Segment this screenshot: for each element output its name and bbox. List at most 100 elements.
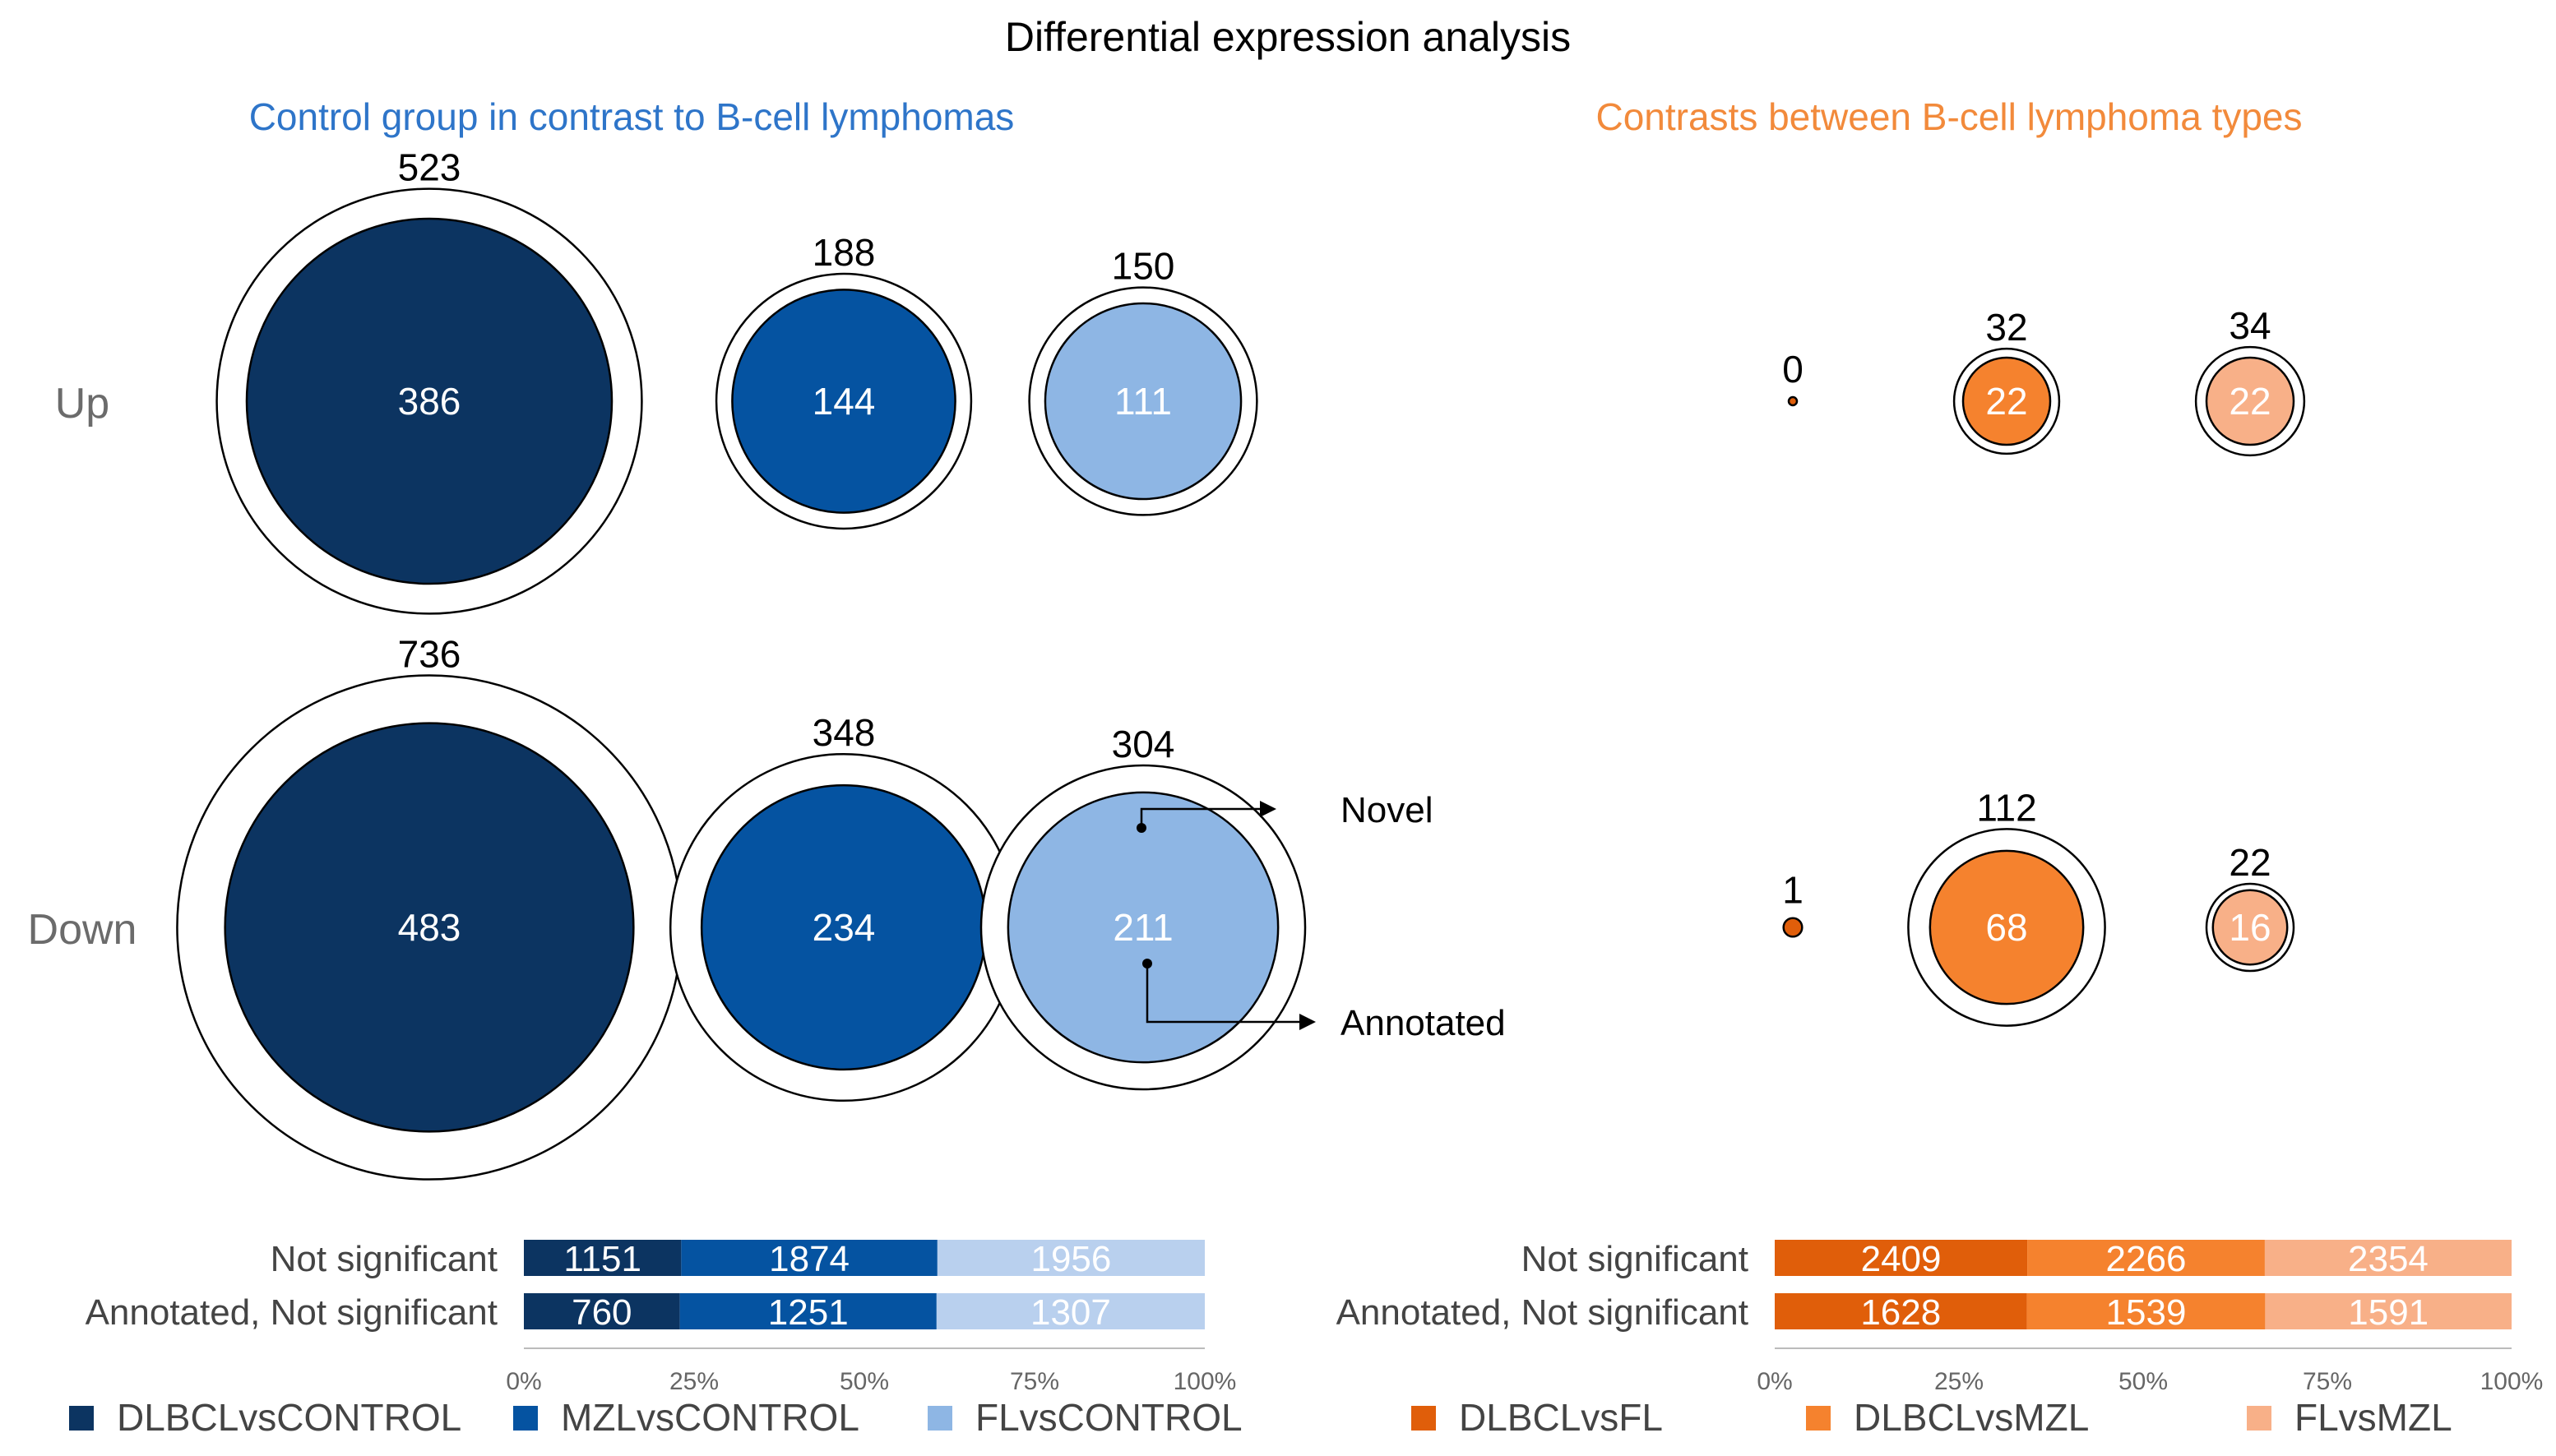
bar-value-label: 2409 bbox=[1861, 1239, 1942, 1279]
legend: DLBCLvsCONTROL MZLvsCONTROL FLvsCONTROL DLB… bbox=[69, 1396, 2452, 1439]
annotated-label-flvscontrol-up: 111 bbox=[1114, 380, 1172, 423]
bar-category-label: Annotated, Not significant bbox=[86, 1292, 498, 1333]
bar-value-label: 1956 bbox=[1030, 1239, 1111, 1279]
annotated-label-mzlvscontrol-up: 144 bbox=[813, 380, 876, 423]
bar-value-label: 1628 bbox=[1860, 1292, 1941, 1333]
bar-value-label: 1591 bbox=[2348, 1292, 2429, 1333]
total-label-dlbclvsmzl-down: 112 bbox=[1976, 786, 2036, 829]
total-label-flvsmzl-down: 22 bbox=[2229, 841, 2271, 884]
legend-swatch-flvscontrol bbox=[928, 1406, 952, 1431]
novel-connector-line bbox=[1140, 807, 1260, 828]
bar-category-label: Not significant bbox=[271, 1239, 498, 1279]
novel-annotated-legend: Novel Annotated bbox=[1137, 790, 1506, 1043]
novel-label: Novel bbox=[1341, 790, 1433, 830]
legend-label-dlbclvsfl: DLBCLvsFL bbox=[1459, 1396, 1663, 1439]
total-label-dlbclvsfl-down: 1 bbox=[1782, 869, 1804, 912]
total-label-flvscontrol-up: 150 bbox=[1112, 245, 1175, 288]
bar-value-label: 2354 bbox=[2348, 1239, 2429, 1279]
bar-category-label: Annotated, Not significant bbox=[1336, 1292, 1748, 1333]
bubble-plot: 523 386 188 144 150 111 736 483 348 234 304 211 0 32 2… bbox=[176, 146, 2306, 1181]
bar-tick-label: 25% bbox=[1934, 1368, 1984, 1395]
legend-label-flvscontrol: FLvsCONTROL bbox=[975, 1396, 1243, 1439]
bar-segment-dlbclvsmzl bbox=[2027, 1240, 2265, 1276]
legend-swatch-dlbclvscontrol bbox=[69, 1406, 94, 1431]
bar-tick-label: 75% bbox=[2303, 1368, 2352, 1395]
bar-tick-label: 50% bbox=[2118, 1368, 2168, 1395]
annotated-label-flvsmzl-up: 22 bbox=[2229, 380, 2271, 423]
novel-arrowhead bbox=[1260, 801, 1276, 817]
bar-segment-mzlvscontrol bbox=[681, 1240, 938, 1276]
bubble-dlbclvsfl-up bbox=[1787, 395, 1799, 407]
right-panel-title: Contrasts between B-cell lymphoma types bbox=[1595, 95, 2302, 138]
bar-value-label: 1251 bbox=[768, 1292, 849, 1333]
legend-swatch-dlbclvsmzl bbox=[1806, 1406, 1831, 1431]
bubble-dlbclvsfl-down bbox=[1782, 917, 1804, 938]
bar-value-label: 2266 bbox=[2106, 1239, 2187, 1279]
total-label-flvscontrol-down: 304 bbox=[1112, 723, 1175, 765]
bar-segment-dlbclvsfl bbox=[1775, 1240, 2028, 1276]
annotated-label-dlbclvscontrol-up: 386 bbox=[398, 380, 461, 423]
bar-tick-label: 75% bbox=[1010, 1368, 1059, 1395]
bubble-annotated-mzlvscontrol-up bbox=[731, 289, 956, 514]
bubble-annotated-dlbclvsmzl-down bbox=[1929, 849, 2085, 1005]
bar-segment-dlbclvsfl bbox=[1775, 1293, 2027, 1329]
bar-segment-mzlvscontrol bbox=[679, 1293, 937, 1329]
bubble-annotated-dlbclvscontrol-up bbox=[245, 217, 614, 585]
total-label-flvsmzl-up: 34 bbox=[2229, 304, 2271, 347]
row-label-down: Down bbox=[28, 906, 137, 954]
bar-value-label: 1874 bbox=[769, 1239, 850, 1279]
bubble-annotated-flvsmzl-down bbox=[2211, 889, 2289, 966]
bar-tick-label: 25% bbox=[669, 1368, 719, 1395]
bubble-annotated-flvsmzl-up bbox=[2205, 356, 2295, 446]
legend-swatch-mzlvscontrol bbox=[513, 1406, 538, 1431]
bar-segment-flvscontrol bbox=[937, 1240, 1205, 1276]
bar-category-label: Not significant bbox=[1521, 1239, 1748, 1279]
annotated-label-mzlvscontrol-down: 234 bbox=[813, 906, 876, 949]
legend-label-dlbclvscontrol: DLBCLvsCONTROL bbox=[117, 1396, 461, 1439]
bar-segment-flvsmzl bbox=[2264, 1240, 2512, 1276]
annotated-label-dlbclvsmzl-up: 22 bbox=[1985, 380, 2027, 423]
annotated-label-dlbclvsmzl-down: 68 bbox=[1985, 906, 2027, 949]
legend-swatch-dlbclvsfl bbox=[1411, 1406, 1436, 1431]
annotated-label-dlbclvscontrol-down: 483 bbox=[398, 906, 461, 949]
annotated-connector-line bbox=[1146, 964, 1299, 1024]
bar-value-label: 1151 bbox=[563, 1239, 641, 1279]
bubble-annotated-flvscontrol-down bbox=[1007, 791, 1280, 1064]
bar-value-label: 1307 bbox=[1030, 1292, 1111, 1333]
bar-tick-label: 50% bbox=[840, 1368, 889, 1395]
legend-label-dlbclvsmzl: DLBCLvsMZL bbox=[1854, 1396, 2089, 1439]
bar-value-label: 1539 bbox=[2106, 1292, 2187, 1333]
legend-swatch-flvsmzl bbox=[2247, 1406, 2271, 1431]
total-label-dlbclvscontrol-up: 523 bbox=[398, 146, 461, 189]
novel-dot bbox=[1137, 823, 1146, 833]
bar-segment-flvsmzl bbox=[2265, 1293, 2512, 1329]
bubble-annotated-flvscontrol-up bbox=[1044, 302, 1243, 501]
bar-segment-dlbclvscontrol bbox=[524, 1240, 682, 1276]
bar-segment-dlbclvsmzl bbox=[2026, 1293, 2266, 1329]
bar-tick-label: 100% bbox=[2480, 1368, 2544, 1395]
legend-label-flvsmzl: FLvsMZL bbox=[2294, 1396, 2452, 1439]
annotated-arrowhead bbox=[1299, 1014, 1316, 1030]
row-label-up: Up bbox=[55, 380, 109, 428]
bubble-annotated-dlbclvsmzl-up bbox=[1961, 356, 2052, 446]
total-label-mzlvscontrol-up: 188 bbox=[813, 231, 876, 274]
legend-label-mzlvscontrol: MZLvsCONTROL bbox=[561, 1396, 859, 1439]
left-panel-title: Control group in contrast to B-cell lymp… bbox=[249, 95, 1015, 138]
bubble-annotated-dlbclvscontrol-down bbox=[224, 722, 635, 1133]
total-label-dlbclvscontrol-down: 736 bbox=[398, 632, 461, 675]
bar-tick-label: 0% bbox=[506, 1368, 541, 1395]
annotated-label: Annotated bbox=[1341, 1003, 1506, 1043]
bar-segment-dlbclvscontrol bbox=[524, 1293, 680, 1329]
bar-value-label: 760 bbox=[572, 1292, 632, 1333]
bar-tick-label: 0% bbox=[1757, 1368, 1792, 1395]
total-label-mzlvscontrol-down: 348 bbox=[813, 711, 876, 754]
annotated-label-flvsmzl-down: 16 bbox=[2229, 906, 2271, 949]
bar-segment-flvscontrol bbox=[936, 1293, 1205, 1329]
annotated-label-flvscontrol-down: 211 bbox=[1113, 906, 1173, 949]
total-label-dlbclvsfl-up: 0 bbox=[1782, 348, 1804, 391]
total-label-dlbclvsmzl-up: 32 bbox=[1985, 306, 2027, 349]
annotated-dot bbox=[1142, 959, 1152, 968]
chart-title: Differential expression analysis bbox=[1005, 14, 1571, 60]
